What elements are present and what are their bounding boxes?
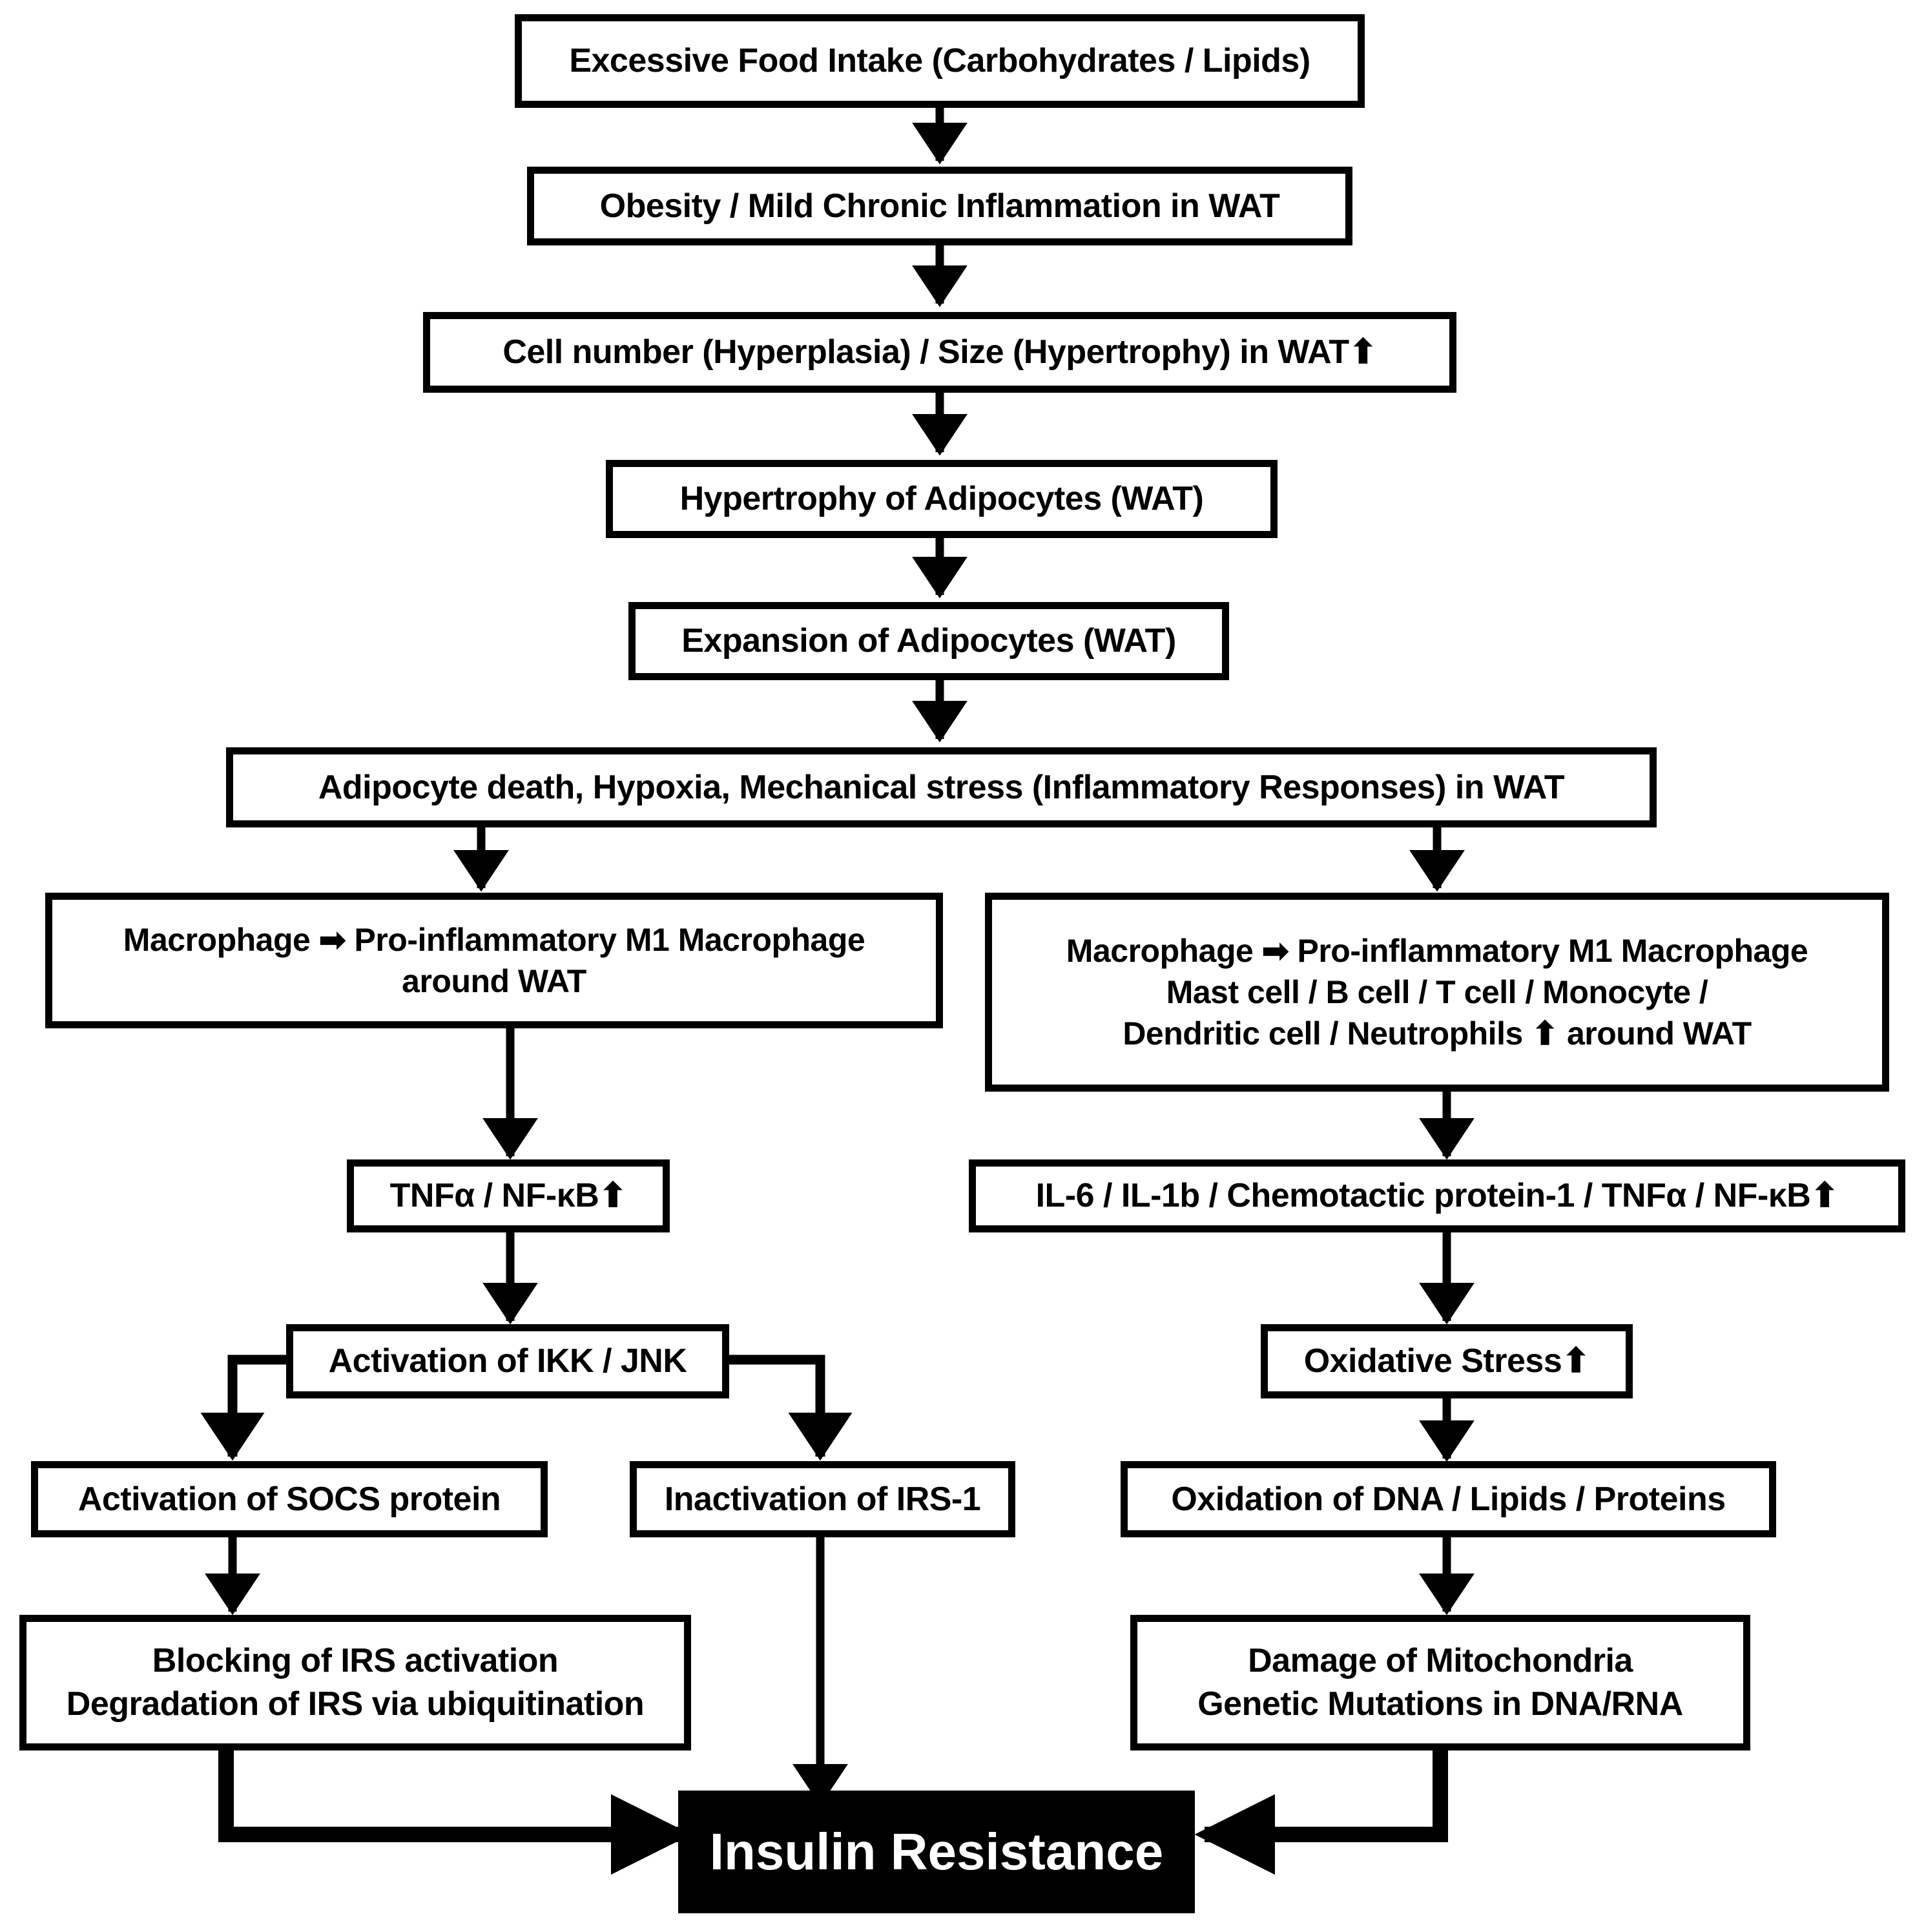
- node-oxidation[interactable]: Oxidation of DNA / Lipids / Proteins: [1121, 1461, 1776, 1537]
- node-ikk-jnk-label: Activation of IKK / JNK: [328, 1342, 687, 1380]
- node-food-intake[interactable]: Excessive Food Intake (Carbohydrates / L…: [515, 14, 1365, 108]
- node-macrophage-right-line1: Macrophage ➡ Pro-inflammatory M1 Macroph…: [1066, 933, 1808, 969]
- node-adipocyte-death-label: Adipocyte death, Hypoxia, Mechanical str…: [318, 768, 1565, 806]
- node-blocking-irs[interactable]: Blocking of IRS activation Degradation o…: [19, 1615, 691, 1750]
- node-tnf-left[interactable]: TNFα / NF-κB⬆: [347, 1159, 670, 1232]
- node-mitochondria-line2: Genetic Mutations in DNA/RNA: [1197, 1685, 1683, 1723]
- node-blocking-irs-text: Blocking of IRS activation Degradation o…: [57, 1639, 653, 1725]
- node-obesity[interactable]: Obesity / Mild Chronic Inflammation in W…: [527, 167, 1352, 245]
- node-cytokines-right-label: IL-6 / IL-1b / Chemotactic protein-1 / T…: [1035, 1177, 1839, 1215]
- node-macrophage-left-line1: Macrophage ➡ Pro-inflammatory M1 Macroph…: [123, 922, 865, 958]
- edge-mitochondria-to-insulinresistance: [1194, 1750, 1448, 1875]
- node-macrophage-right[interactable]: Macrophage ➡ Pro-inflammatory M1 Macroph…: [985, 893, 1889, 1092]
- node-insulin-resistance[interactable]: Insulin Resistance: [678, 1791, 1195, 1913]
- node-insulin-resistance-label: Insulin Resistance: [709, 1822, 1164, 1880]
- edge-ikkjnk-to-irs1: [728, 1355, 853, 1461]
- node-adipocyte-death[interactable]: Adipocyte death, Hypoxia, Mechanical str…: [226, 747, 1657, 827]
- node-cell-number-label: Cell number (Hyperplasia) / Size (Hypert…: [502, 333, 1377, 371]
- node-macrophage-right-text: Macrophage ➡ Pro-inflammatory M1 Macroph…: [1057, 930, 1817, 1054]
- node-cytokines-right[interactable]: IL-6 / IL-1b / Chemotactic protein-1 / T…: [969, 1159, 1905, 1232]
- node-blocking-irs-line1: Blocking of IRS activation: [152, 1642, 559, 1680]
- node-oxidative-stress[interactable]: Oxidative Stress⬆: [1261, 1324, 1633, 1398]
- node-macrophage-right-line3: Dendritic cell / Neutrophils ⬆ around WA…: [1123, 1015, 1752, 1052]
- node-irs1-label: Inactivation of IRS-1: [664, 1480, 981, 1518]
- node-macrophage-left[interactable]: Macrophage ➡ Pro-inflammatory M1 Macroph…: [45, 893, 943, 1028]
- node-expansion-label: Expansion of Adipocytes (WAT): [681, 622, 1176, 660]
- node-irs1[interactable]: Inactivation of IRS-1: [630, 1461, 1015, 1537]
- node-tnf-left-label: TNFα / NF-κB⬆: [389, 1177, 627, 1215]
- node-macrophage-left-text: Macrophage ➡ Pro-inflammatory M1 Macroph…: [114, 919, 874, 1002]
- node-blocking-irs-line2: Degradation of IRS via ubiquitination: [66, 1685, 645, 1723]
- node-expansion[interactable]: Expansion of Adipocytes (WAT): [628, 602, 1229, 680]
- node-socs-label: Activation of SOCS protein: [78, 1480, 501, 1518]
- node-socs[interactable]: Activation of SOCS protein: [31, 1461, 548, 1537]
- node-ikk-jnk[interactable]: Activation of IKK / JNK: [286, 1324, 729, 1398]
- node-cell-number[interactable]: Cell number (Hyperplasia) / Size (Hypert…: [423, 312, 1456, 393]
- node-oxidation-label: Oxidation of DNA / Lipids / Proteins: [1171, 1480, 1726, 1518]
- node-food-intake-label: Excessive Food Intake (Carbohydrates / L…: [569, 42, 1310, 80]
- node-macrophage-left-line2: around WAT: [402, 963, 586, 999]
- node-hypertrophy[interactable]: Hypertrophy of Adipocytes (WAT): [606, 460, 1278, 538]
- node-oxidative-stress-label: Oxidative Stress⬆: [1303, 1342, 1590, 1380]
- node-hypertrophy-label: Hypertrophy of Adipocytes (WAT): [679, 480, 1204, 518]
- edge-ikkjnk-to-socs: [200, 1355, 287, 1461]
- node-mitochondria-text: Damage of Mitochondria Genetic Mutations…: [1188, 1639, 1692, 1725]
- edge-blockingirs-to-insulinresistance: [218, 1750, 692, 1875]
- node-mitochondria[interactable]: Damage of Mitochondria Genetic Mutations…: [1130, 1615, 1750, 1750]
- node-obesity-label: Obesity / Mild Chronic Inflammation in W…: [599, 187, 1280, 225]
- node-mitochondria-line1: Damage of Mitochondria: [1248, 1642, 1633, 1680]
- node-macrophage-right-line2: Mast cell / B cell / T cell / Monocyte /: [1166, 974, 1708, 1010]
